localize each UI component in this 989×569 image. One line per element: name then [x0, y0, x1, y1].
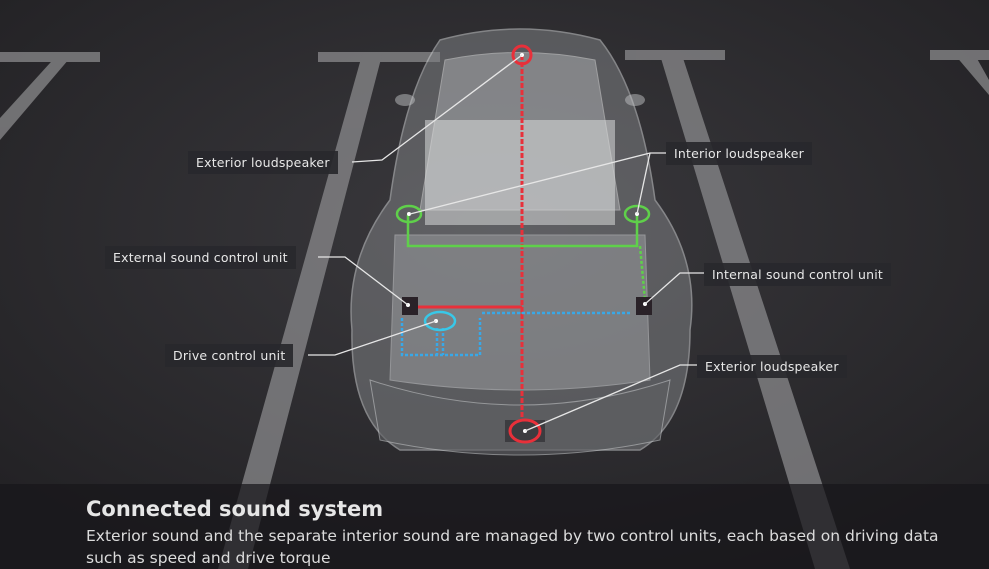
drive-data-line — [400, 311, 632, 357]
label-interior-loudspeaker: Interior loudspeaker — [666, 142, 812, 165]
label-drive-control-unit: Drive control unit — [165, 344, 294, 367]
label-exterior-loudspeaker-rear: Exterior loudspeaker — [697, 355, 847, 378]
parking-lines — [0, 50, 989, 569]
label-internal-sound-control-unit: Internal sound control unit — [704, 263, 891, 286]
caption-body: Exterior sound and the separate interior… — [86, 527, 939, 567]
interior-sound-line — [406, 215, 647, 301]
label-exterior-loudspeaker-front: Exterior loudspeaker — [188, 151, 338, 174]
caption-band — [0, 484, 989, 569]
interior-loudspeaker-left — [395, 204, 423, 224]
label-external-sound-control-unit: External sound control unit — [105, 246, 296, 269]
exterior-sound-line — [410, 55, 524, 432]
caption-title: Connected sound system — [86, 497, 384, 521]
external-sound-control-unit — [402, 297, 418, 315]
leader-lines — [308, 54, 704, 432]
